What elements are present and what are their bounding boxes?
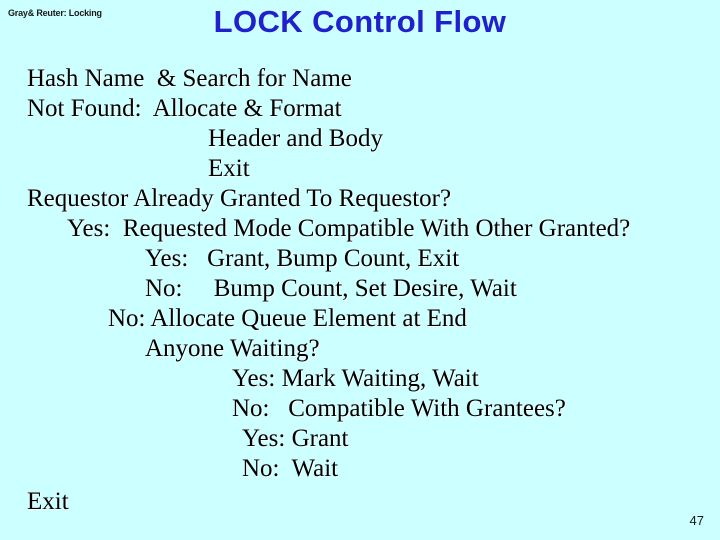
body-line: Yes: Requested Mode Compatible With Othe… (67, 215, 631, 242)
body-line: No: Compatible With Grantees? (232, 395, 566, 422)
body-line: Yes: Grant, Bump Count, Exit (145, 245, 460, 272)
page-title: LOCK Control Flow (213, 4, 507, 39)
final-exit-line: Exit (27, 488, 69, 515)
slide-number: 47 (689, 513, 704, 528)
body-line: Anyone Waiting? (145, 335, 320, 362)
body-line: Exit (208, 155, 250, 182)
body-line: Hash Name & Search for Name (27, 65, 352, 92)
running-title: Gray& Reuter: Locking (8, 8, 102, 18)
body-content: Hash Name & Search for Name Not Found: A… (0, 64, 720, 484)
body-line: Not Found: Allocate & Format (27, 95, 342, 122)
body-line: Yes: Mark Waiting, Wait (232, 365, 479, 392)
body-line: Requestor Already Granted To Requestor? (27, 185, 452, 212)
body-line: Yes: Grant (242, 425, 349, 452)
body-line: No: Bump Count, Set Desire, Wait (145, 275, 517, 302)
body-line: No: Allocate Queue Element at End (108, 305, 467, 332)
body-line: No: Wait (242, 455, 339, 482)
body-line: Header and Body (208, 125, 383, 152)
